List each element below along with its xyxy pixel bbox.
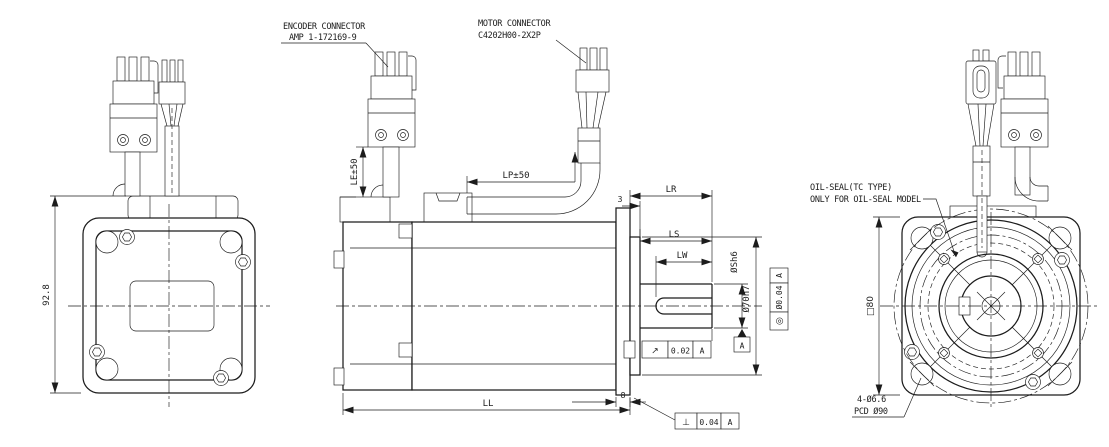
dim-lw-text: LW <box>677 251 688 261</box>
runout-icon: ↗ <box>651 347 659 357</box>
dim-lp: LP±50 <box>466 152 579 193</box>
dim-pilot-dia-text: Ø70h7 <box>741 285 752 312</box>
dim-square80-text: □80 <box>866 296 876 316</box>
rear-motor-cable-connector <box>158 59 186 197</box>
side-motor-connector-cable <box>466 47 610 215</box>
dim-lw: LW <box>655 251 712 297</box>
callout-motor-connector: MOTOR CONNECTOR C4202H00-2X2P <box>478 19 587 64</box>
dim-ll-text: LL <box>483 399 494 409</box>
side-view: LE±50 LP±50 LR <box>333 47 789 430</box>
dim-lp-text: LP±50 <box>502 171 529 181</box>
fcf-perpendicularity: ⊥ 0.04 A <box>633 397 740 430</box>
mount-holes-label: 4-Ø6.6 PCD Ø90 <box>852 377 922 418</box>
dim-flange-thickness: 8 <box>572 391 646 407</box>
dim-square80: □80 <box>866 216 900 396</box>
encoder-connector-label-line2: AMP 1-172169-9 <box>289 33 357 43</box>
dim-ll: LL <box>342 393 631 415</box>
dim-3-text: 3 <box>618 195 623 204</box>
fcf-perp-datum: A <box>728 418 733 427</box>
dim-92-8: 92.8 <box>42 284 52 306</box>
fcf-coaxiality: A Ø0.04 ◎ <box>769 267 789 331</box>
dim-8-text: 8 <box>621 391 626 400</box>
fcf-runout-value: 0.02 <box>671 347 690 356</box>
oil-seal-note: OIL-SEAL(TC TYPE) ONLY FOR OIL-SEAL MODE… <box>810 183 959 258</box>
dim-le: LE±50 <box>340 146 368 198</box>
oil-seal-line1: OIL-SEAL(TC TYPE) <box>810 183 892 193</box>
callout-encoder-connector: ENCODER CONNECTOR AMP 1-172169-9 <box>281 22 389 68</box>
dim-shaft-dia-text: ØSh6 <box>729 251 740 273</box>
pcd-text: PCD Ø90 <box>854 406 888 417</box>
dim-ls: LS <box>639 229 712 247</box>
motor-connector-label-line2: C4202H00-2X2P <box>478 31 541 41</box>
rear-encoder-connector <box>109 56 159 197</box>
datum-a-text: A <box>740 342 745 351</box>
oil-seal-line2: ONLY FOR OIL-SEAL MODEL <box>810 195 921 205</box>
rear-view: 92.8 <box>42 56 270 407</box>
dim-pilot-dia: Ø70h7 <box>642 236 762 376</box>
fcf-runout-datum: A <box>700 347 705 356</box>
side-encoder-connector <box>367 51 417 198</box>
concentricity-icon: ◎ <box>775 317 785 325</box>
encoder-connector-label-line1: ENCODER CONNECTOR <box>283 22 366 32</box>
dim-le-text: LE±50 <box>350 158 360 185</box>
front-encoder-connector <box>997 51 1049 202</box>
fcf-runout: ↗ 0.02 A <box>641 329 713 359</box>
dim-shaft-dia: ØSh6 <box>714 251 748 329</box>
dim-ls-text: LS <box>669 230 680 240</box>
fcf-coax-datum: A <box>775 273 784 278</box>
dim-rear-height: 92.8 <box>42 195 126 394</box>
front-view: OIL-SEAL(TC TYPE) ONLY FOR OIL-SEAL MODE… <box>810 49 1100 418</box>
dim-lr-text: LR <box>666 185 677 195</box>
perpendicularity-icon: ⊥ <box>682 418 690 428</box>
motor-connector-label-line1: MOTOR CONNECTOR <box>478 19 551 29</box>
datum-a-flag: A <box>733 329 751 353</box>
holes-text: 4-Ø6.6 <box>857 394 886 405</box>
fcf-coax-value: Ø0.04 <box>774 285 784 309</box>
front-motor-cable-connector <box>965 49 997 258</box>
fcf-perp-value: 0.04 <box>699 418 718 427</box>
